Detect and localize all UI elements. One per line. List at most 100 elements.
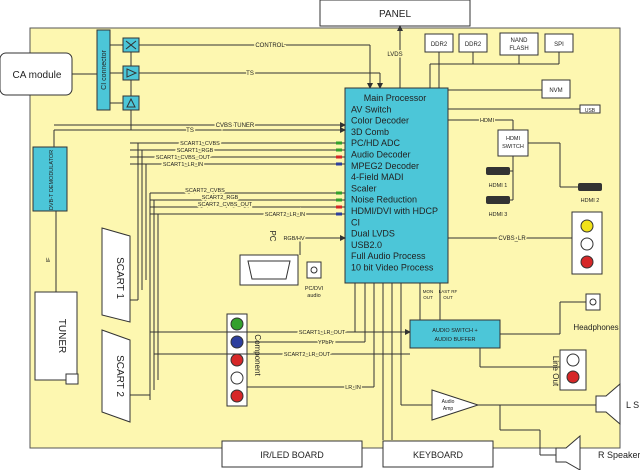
main-processor-feature: HDMI/DVI with HDCP — [351, 206, 438, 216]
ir-led-board-box — [221, 440, 363, 468]
main-processor-feature: Noise Reduction — [351, 195, 417, 205]
line-out-red-jack — [566, 370, 580, 384]
pc-dvi-label-1: PC/DVI — [305, 286, 324, 292]
spi-label: SPI — [554, 42, 564, 48]
hdmi-label: HDMI — [480, 118, 495, 124]
audio-switch-box — [409, 319, 501, 349]
r-speaker-label: R Speaker — [598, 450, 640, 460]
tuner-rf-plug — [65, 373, 79, 385]
scart1-rgb-label: SCART1_RGB — [177, 148, 214, 154]
keyboard-label: KEYBOARD — [413, 450, 464, 460]
lvds-label: LVDS — [387, 52, 402, 58]
scart1-label: SCART 1 — [114, 257, 125, 299]
main-processor-feature: Audio Decoder — [351, 150, 411, 160]
ci-buffer-1-x — [125, 40, 137, 50]
scart2-connector — [101, 329, 131, 423]
mon-out-label-1: MON — [423, 289, 434, 294]
scart2-lr-out-label: SCART2_LR_OUT — [284, 352, 331, 358]
cvbs-lr-label: CVBS_LR — [498, 236, 526, 242]
hdmi2-port — [578, 183, 602, 191]
audio-switch-label-2: AUDIO BUFFER — [435, 337, 476, 343]
main-processor-feature: MPEG2 Decoder — [351, 161, 419, 171]
last-rf-label-2: OUT — [443, 295, 453, 300]
nand-label-2: FLASH — [509, 46, 528, 52]
ts-mid-label: TS — [186, 128, 194, 134]
scart2-label: SCART 2 — [114, 355, 125, 397]
tuner-box — [34, 291, 78, 381]
scart1-cvbs-label: SCART1_CVBS — [180, 141, 220, 147]
pc-dvi-audio-hole — [310, 266, 318, 274]
left-speaker-icon — [595, 382, 621, 426]
main-processor-feature: Dual LVDS — [351, 229, 395, 239]
component-red-jack — [230, 353, 244, 367]
component-green-jack — [230, 317, 244, 331]
ddr2-label-b: DDR2 — [465, 42, 482, 48]
ci-buffer-2-tri — [126, 68, 138, 78]
if-label: IF — [46, 257, 52, 263]
ci-connector-box — [96, 29, 111, 111]
ci-buffer-3-tri — [126, 97, 136, 108]
component-white-jack — [230, 371, 244, 385]
scart2-cvbs-label: SCART2_CVBS — [185, 188, 225, 194]
main-processor-feature: Color Decoder — [351, 116, 409, 126]
ls-label: L S — [626, 400, 639, 410]
cvbs-red-jack — [580, 255, 594, 269]
main-processor-feature: USB2.0 — [351, 240, 382, 250]
hdmi3-port — [486, 196, 510, 204]
main-processor-title: Main Processor — [364, 93, 427, 103]
scart2-cvbs-out-label: SCART2_CVBS_OUT — [198, 202, 253, 208]
usb-label: USB — [585, 108, 596, 114]
scart2-rgb-label: SCART2_RGB — [202, 195, 239, 201]
main-processor-feature: 3D Comb — [351, 127, 389, 137]
ci-connector-label: CI connector — [101, 49, 108, 89]
main-processor-feature: 10 bit Video Process — [351, 263, 434, 273]
cvbs-yellow-jack — [580, 219, 594, 233]
tuner-label: TUNER — [56, 319, 67, 353]
scart1-lr-in-label: SCART1_LR_IN — [163, 162, 203, 168]
audio-switch-label-1: AUDIO SWITCH + — [432, 328, 477, 334]
keyboard-box — [382, 440, 494, 468]
cvbs-white-jack — [580, 237, 594, 251]
main-processor-feature: Scaler — [351, 183, 377, 193]
nvm-box — [541, 79, 571, 99]
main-processor-feature: 4-Field MADI — [351, 172, 404, 182]
control-label: CONTROL — [255, 43, 285, 49]
hdmi1-label: HDMI 1 — [489, 183, 508, 189]
scart2-lr-in-label: SCART2_LR_IN — [265, 212, 305, 218]
audio-amp-label-1: Audio — [442, 399, 455, 405]
scart1-cvbs-out-label: SCART1_CVBS_OUT — [156, 155, 211, 161]
pc-label: PC — [268, 230, 277, 241]
hdmi-switch-label-2: SWITCH — [502, 144, 524, 150]
hdmi1-port — [486, 167, 510, 175]
ir-led-label: IR/LED BOARD — [260, 450, 324, 460]
scart1-connector — [101, 227, 131, 323]
nand-label-1: NAND — [510, 38, 528, 44]
mon-out-label-2: OUT — [423, 295, 433, 300]
hdmi-switch-label-1: HDMI — [506, 136, 521, 142]
cvbs-tuner-label: CVBS TUNER — [216, 123, 255, 129]
component-blue-jack — [230, 335, 244, 349]
headphones-label: Headphones — [573, 323, 618, 332]
hdmi2-label: HDMI 2 — [581, 198, 600, 204]
audio-amp-label-2: Amp — [443, 406, 454, 412]
hdmi-switch-box — [497, 129, 529, 157]
main-processor-feature: CI — [351, 217, 360, 227]
dvbt-label: DVB-T DEMODULATOR — [49, 150, 55, 210]
ca-module-label: CA module — [13, 70, 62, 81]
nvm-label: NVM — [549, 88, 562, 94]
dvbt-demodulator-box — [32, 146, 68, 212]
ddr2-label-a: DDR2 — [431, 42, 448, 48]
pc-vga-shape — [247, 260, 291, 280]
hdmi3-label: HDMI 3 — [489, 212, 508, 218]
main-processor-feature: AV Switch — [351, 104, 391, 114]
pc-dvi-label-2: audio — [307, 293, 320, 299]
line-out-white-jack — [566, 353, 580, 367]
line-out-label: Line Out — [551, 356, 560, 387]
ts-top-label: TS — [246, 71, 254, 77]
right-speaker-icon — [555, 434, 581, 470]
component-red-jack-2 — [230, 389, 244, 403]
panel-box — [319, 0, 471, 27]
panel-label: PANEL — [379, 9, 411, 20]
